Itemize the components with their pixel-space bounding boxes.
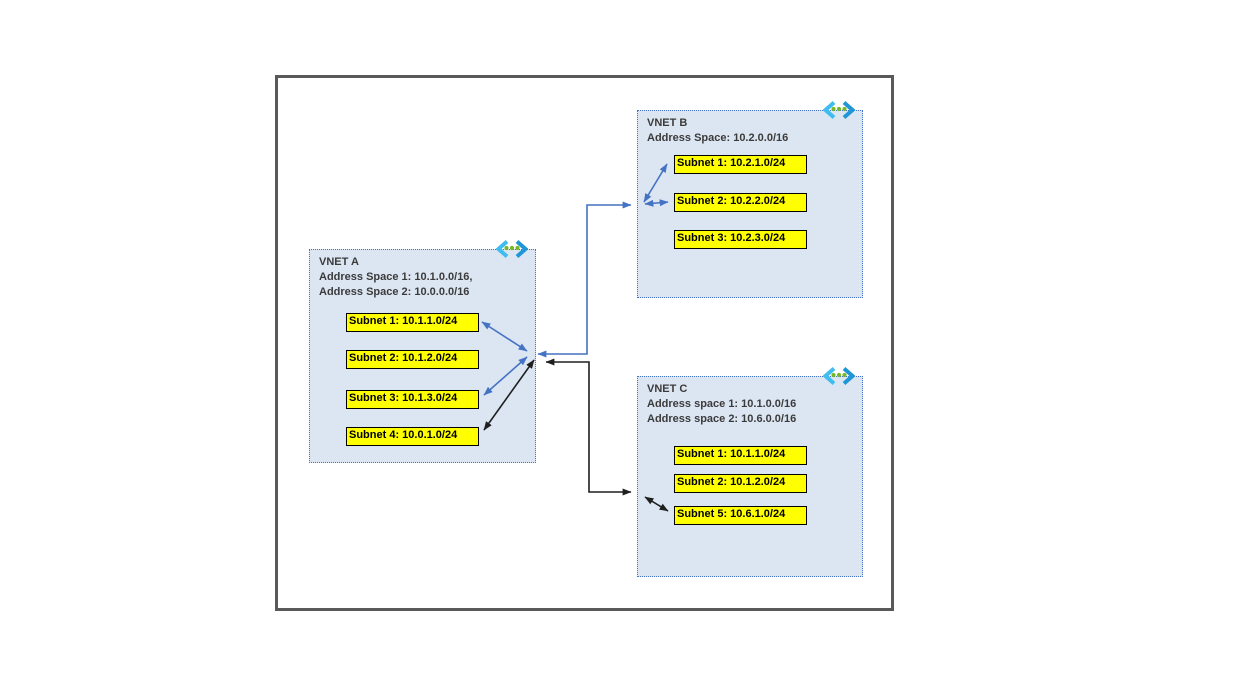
- subnet-box: Subnet 3: 10.2.3.0/24: [674, 230, 807, 249]
- vnet-title: VNET B: [647, 117, 688, 129]
- subnet-box: Subnet 5: 10.6.1.0/24: [674, 506, 807, 525]
- vnet-address-line: Address Space: 10.2.0.0/16: [647, 132, 789, 144]
- vnet-address-line: Address space 2: 10.6.0.0/16: [647, 413, 797, 425]
- subnet-box: Subnet 1: 10.2.1.0/24: [674, 155, 807, 174]
- subnet-box: Subnet 2: 10.1.2.0/24: [674, 474, 807, 493]
- virtual-network-icon: [822, 100, 856, 120]
- subnet-box: Subnet 1: 10.1.1.0/24: [674, 446, 807, 465]
- subnet-box: Subnet 1: 10.1.1.0/24: [346, 313, 479, 332]
- vnet-title: VNET C: [647, 383, 688, 395]
- vnet-title: VNET A: [319, 256, 359, 268]
- virtual-network-icon: [822, 366, 856, 386]
- subnet-box: Subnet 3: 10.1.3.0/24: [346, 390, 479, 409]
- vnet-address-line: Address Space 2: 10.0.0.0/16: [319, 286, 470, 298]
- subnet-box: Subnet 2: 10.1.2.0/24: [346, 350, 479, 369]
- vnet-b-group: VNET B Address Space: 10.2.0.0/16 Subnet…: [637, 101, 863, 298]
- vnet-a-group: VNET A Address Space 1: 10.1.0.0/16, Add…: [309, 240, 536, 463]
- virtual-network-icon: [495, 239, 529, 259]
- vnet-address-line: Address Space 1: 10.1.0.0/16,: [319, 271, 473, 283]
- subnet-box: Subnet 2: 10.2.2.0/24: [674, 193, 807, 212]
- vnet-c-group: VNET C Address space 1: 10.1.0.0/16 Addr…: [637, 367, 863, 577]
- vnet-address-line: Address space 1: 10.1.0.0/16: [647, 398, 797, 410]
- subnet-box: Subnet 4: 10.0.1.0/24: [346, 427, 479, 446]
